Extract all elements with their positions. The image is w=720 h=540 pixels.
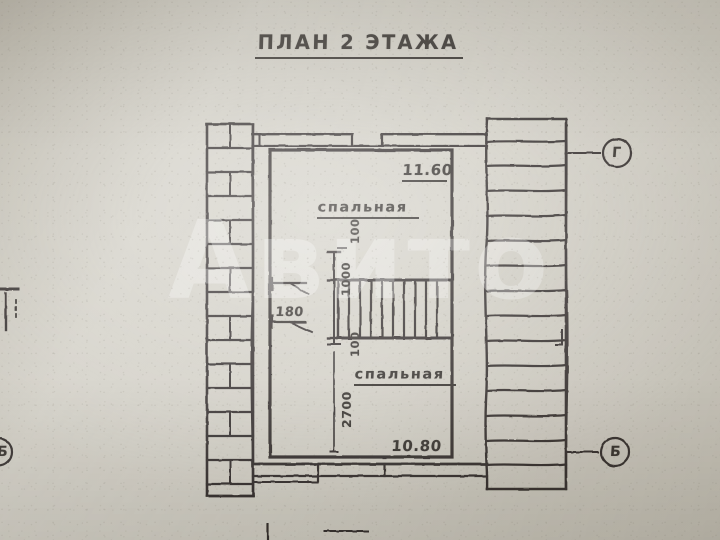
area-underline-upper bbox=[402, 180, 447, 182]
top-wall bbox=[251, 132, 489, 148]
left-masonry-wall bbox=[205, 122, 255, 498]
room-label-bedroom-lower: спальная bbox=[354, 367, 446, 383]
axis-marker-b-left-cropped bbox=[0, 437, 14, 467]
axis-letter-b-right: Б bbox=[609, 444, 622, 460]
dimension-door-width-underline bbox=[274, 321, 306, 323]
title-underline bbox=[255, 57, 463, 60]
right-masonry-wall bbox=[483, 117, 569, 491]
dimension-stair-run: 1000 bbox=[339, 261, 353, 296]
dimension-door-width: 180 bbox=[274, 305, 305, 320]
left-edge-fragment bbox=[0, 287, 20, 332]
dimension-stair-bottom-riser: 100 bbox=[348, 331, 362, 357]
dimension-room-depth: 2700 bbox=[339, 391, 354, 428]
room-perimeter bbox=[268, 148, 454, 459]
room-depth-dimension bbox=[329, 351, 339, 453]
area-underline-lower bbox=[391, 456, 439, 458]
page-title: ПЛАН 2 ЭТАЖА bbox=[257, 30, 459, 54]
axis-letter-b-left: Б bbox=[0, 444, 9, 460]
area-label-upper: 11.60 bbox=[401, 161, 454, 179]
bottom-edge-tick bbox=[266, 522, 369, 540]
room-label-underline-upper bbox=[317, 217, 419, 219]
room-label-bedroom-upper: спальная bbox=[317, 200, 409, 216]
room-label-underline-lower bbox=[354, 384, 456, 386]
staircase bbox=[336, 278, 454, 340]
bottom-wall bbox=[251, 462, 489, 484]
area-label-lower: 10.80 bbox=[390, 437, 443, 455]
axis-marker-g bbox=[565, 137, 633, 169]
dimension-stair-top-riser: 100 bbox=[348, 218, 362, 244]
axis-letter-g: Г bbox=[611, 145, 622, 161]
stair-dimension-line bbox=[326, 247, 347, 345]
axis-marker-b-right bbox=[565, 436, 631, 468]
